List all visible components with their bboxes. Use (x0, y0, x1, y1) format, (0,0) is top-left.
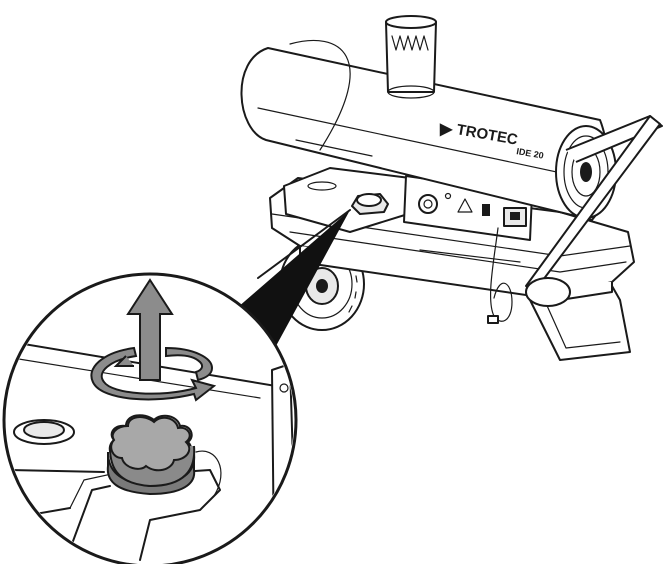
lift-arrow-icon (126, 278, 174, 381)
oil-heater: ▶ TROTEC IDE 20 (240, 15, 663, 361)
chimney (385, 15, 437, 99)
plug (487, 315, 499, 324)
rotate-arrow-icon (90, 346, 217, 402)
model-label: IDE 20 (516, 146, 545, 161)
dial-knob-icon (418, 194, 438, 214)
magnifier-pointer (230, 210, 350, 346)
power-cord (489, 227, 513, 322)
power-switch-icon (482, 204, 490, 216)
fill-cap-knob (106, 414, 196, 496)
fill-cap-small (351, 193, 389, 215)
vent-plug (13, 419, 75, 445)
detail-magnifier (2, 272, 298, 568)
front-support (525, 277, 571, 307)
brand-logo-mark: ▶ (439, 121, 453, 138)
warning-triangle-icon (457, 198, 473, 213)
